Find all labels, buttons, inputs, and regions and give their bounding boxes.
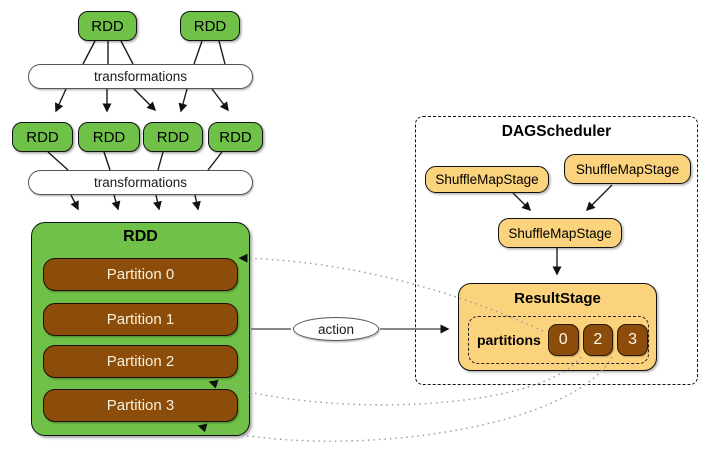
action-label: action [317, 321, 355, 337]
shuffle-map-stage-node-3: ShuffleMapStage [498, 218, 622, 248]
rdd-node-top-1: RDD [78, 11, 137, 41]
partition-label: Partition 3 [106, 397, 175, 414]
rdd-node-label: RDD [91, 17, 124, 35]
rdd-node-label: RDD [193, 17, 227, 35]
transformations-pill-2: transformations [28, 170, 253, 195]
stage-label: ShuffleMapStage [575, 161, 680, 177]
action-pill: action [293, 317, 379, 341]
rdd-node-mid-1: RDD [12, 122, 73, 152]
result-partitions-group: partitions 0 2 3 [468, 316, 649, 364]
rdd-node-mid-2: RDD [78, 122, 140, 152]
dag-scheduler-title: DAGScheduler [501, 123, 612, 140]
partition-row-2: Partition 2 [43, 345, 238, 378]
shuffle-map-stage-node-2: ShuffleMapStage [564, 154, 691, 184]
partition-chip-label: 3 [628, 331, 638, 348]
result-stage-title: ResultStage [514, 290, 601, 307]
partition-chip-2: 2 [582, 324, 614, 356]
partitions-label: partitions [477, 332, 541, 348]
rdd-node-label: RDD [219, 128, 252, 146]
result-stage-node: ResultStage partitions 0 2 3 [458, 283, 657, 371]
partition-chip-0: 0 [547, 324, 579, 356]
rdd-node-label: RDD [26, 128, 59, 146]
partition-label: Partition 0 [106, 266, 175, 283]
partition-row-3: Partition 3 [43, 389, 238, 422]
rdd-node-label: RDD [92, 128, 126, 146]
partition-chip-label: 2 [593, 331, 603, 348]
partition-row-1: Partition 1 [43, 303, 238, 336]
transformations-label: transformations [93, 69, 188, 84]
partition-chip-label: 0 [558, 331, 568, 348]
rdd-node-top-2: RDD [180, 11, 240, 41]
shuffle-map-stage-node-1: ShuffleMapStage [425, 166, 549, 193]
rdd-node-mid-4: RDD [208, 122, 263, 152]
partition-label: Partition 1 [106, 311, 175, 328]
stage-label: ShuffleMapStage [435, 172, 539, 187]
partition-label: Partition 2 [106, 353, 175, 370]
main-rdd-title: RDD [123, 228, 158, 245]
stage-label: ShuffleMapStage [508, 225, 612, 241]
partition-row-0: Partition 0 [43, 258, 238, 291]
rdd-node-mid-3: RDD [143, 122, 203, 152]
transformations-label: transformations [93, 175, 188, 190]
partition-chip-3: 3 [617, 324, 648, 356]
transformations-pill-1: transformations [28, 64, 253, 89]
rdd-node-label: RDD [156, 128, 190, 146]
rdd-to-transformations-lines [47, 40, 226, 171]
